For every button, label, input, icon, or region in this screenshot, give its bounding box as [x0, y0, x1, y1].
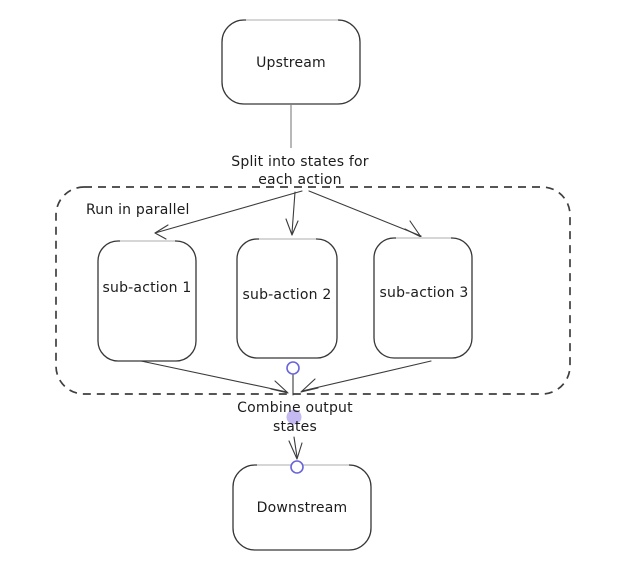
node-sub-action-2-label: sub-action 2: [243, 287, 332, 303]
arrowhead-icon: [288, 440, 303, 460]
combine-label-line1: Combine output: [237, 400, 353, 416]
arrowhead-icon: [285, 218, 299, 236]
node-sub-action-2[interactable]: sub-action 2: [236, 238, 338, 359]
node-sub-action-3[interactable]: sub-action 3: [373, 237, 473, 359]
binding-handle-icon[interactable]: [286, 361, 300, 375]
node-sub-action-3-label: sub-action 3: [380, 285, 469, 301]
node-sub-action-1-label: sub-action 1: [103, 280, 192, 296]
parallel-container-label[interactable]: Run in parallel: [86, 202, 190, 218]
node-sub-action-1[interactable]: sub-action 1: [97, 240, 197, 362]
parallel-container-group: Run in parallel: [55, 186, 571, 395]
parallel-container-border[interactable]: [55, 186, 571, 395]
node-downstream[interactable]: Downstream: [232, 460, 372, 551]
arrowhead-icon: [300, 378, 319, 393]
arrow-sub3-to-combine[interactable]: [300, 360, 432, 393]
binding-handle-icon[interactable]: [290, 460, 304, 474]
arrowhead-icon: [270, 380, 289, 394]
split-label-line1: Split into states for: [231, 154, 368, 170]
combine-label-line2: states: [273, 419, 317, 435]
node-upstream-label: Upstream: [256, 55, 326, 71]
split-label-line2: each action: [258, 172, 342, 188]
arrow-sub2-to-combine[interactable]: [286, 361, 300, 396]
arrow-split-to-sub2[interactable]: [285, 191, 299, 236]
arrowhead-icon: [154, 224, 169, 240]
split-label[interactable]: Split into states for each action: [231, 154, 368, 188]
node-downstream-label: Downstream: [257, 500, 348, 516]
combine-label[interactable]: Combine output states: [237, 400, 353, 435]
midpoint-handle-icon[interactable]: [286, 409, 302, 425]
arrow-sub1-to-combine[interactable]: [140, 360, 289, 394]
node-upstream[interactable]: Upstream: [221, 19, 361, 105]
arrow-combine-to-downstream[interactable]: [288, 436, 303, 460]
arrow-split-to-sub1[interactable]: [154, 190, 303, 240]
arrow-split-to-sub3[interactable]: [308, 190, 422, 238]
